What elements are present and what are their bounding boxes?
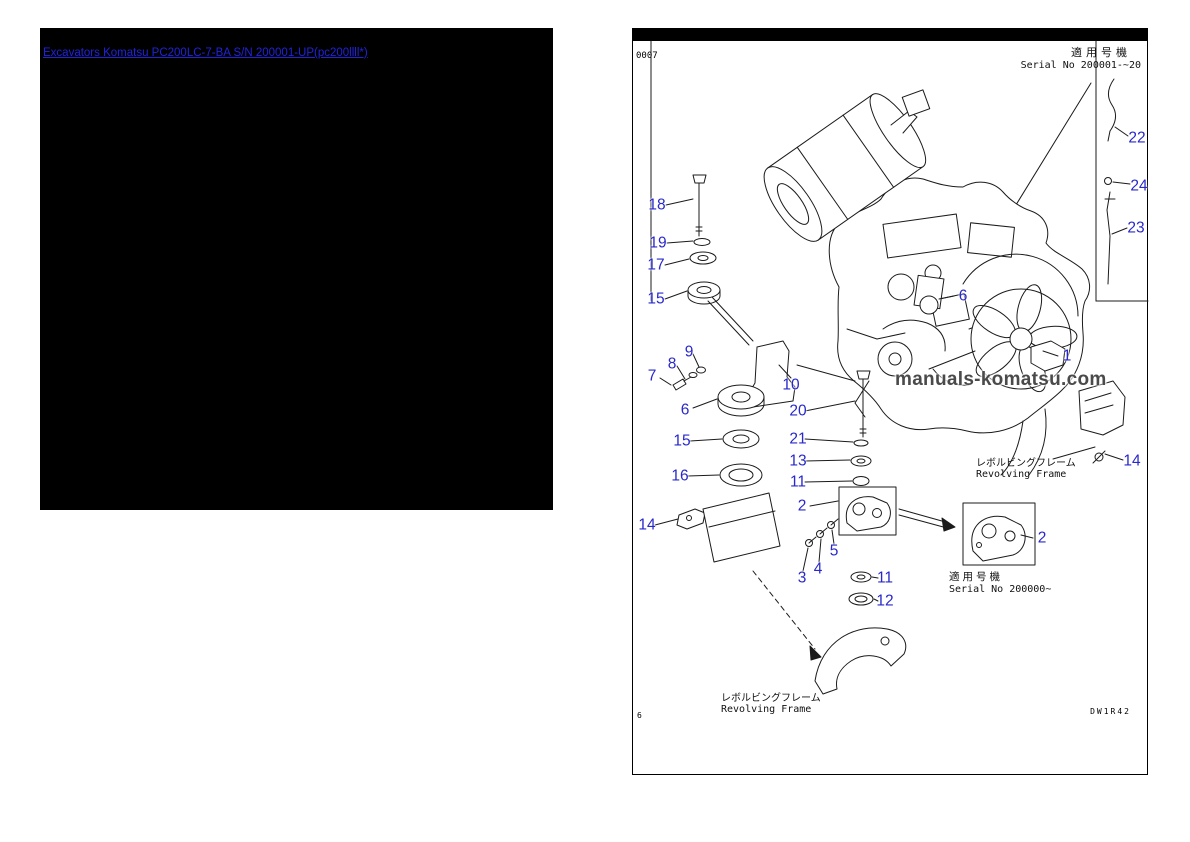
inset-detail — [962, 502, 1036, 566]
left-image-panel: Excavators Komatsu PC200LC-7-BA S/N 2000… — [40, 28, 553, 510]
applicable-serial-header: 適用号機 Serial No 200001-~20 — [1021, 44, 1141, 71]
sheet-code-bottom-right: DW1R42 — [1090, 707, 1131, 716]
watermark: manuals-komatsu.com — [895, 369, 1107, 390]
rod-parts — [1104, 78, 1116, 285]
model-title-link[interactable]: Excavators Komatsu PC200LC-7-BA S/N 2000… — [43, 47, 368, 59]
right-mount-bracket — [1052, 380, 1126, 464]
left-mount-parts — [672, 174, 839, 563]
center-mount-parts — [838, 370, 956, 606]
header-serial-text: Serial No 200001-~20 — [1020, 60, 1141, 71]
sheet-code-top-left: 0007 — [636, 51, 658, 61]
inset-serial-block: 適用号機 Serial No 200000~ — [949, 569, 1051, 595]
inset-serial-jp-label: 適用号機 — [949, 571, 1003, 583]
engine-illustration — [650, 40, 1149, 695]
inset-serial-text: Serial No 200000~ — [949, 584, 1052, 595]
sheet-code-bottom-left: 6 — [637, 711, 642, 720]
air-cleaner — [763, 93, 927, 242]
parts-diagram: 0007 適用号機 Serial No 200001-~20 適用号機 Seri… — [632, 28, 1149, 775]
diagram-top-bar — [633, 29, 1147, 41]
header-jp-label: 適用号機 — [1071, 46, 1131, 59]
leader-lines — [654, 126, 1131, 602]
revolving-frame-bracket — [752, 570, 907, 695]
